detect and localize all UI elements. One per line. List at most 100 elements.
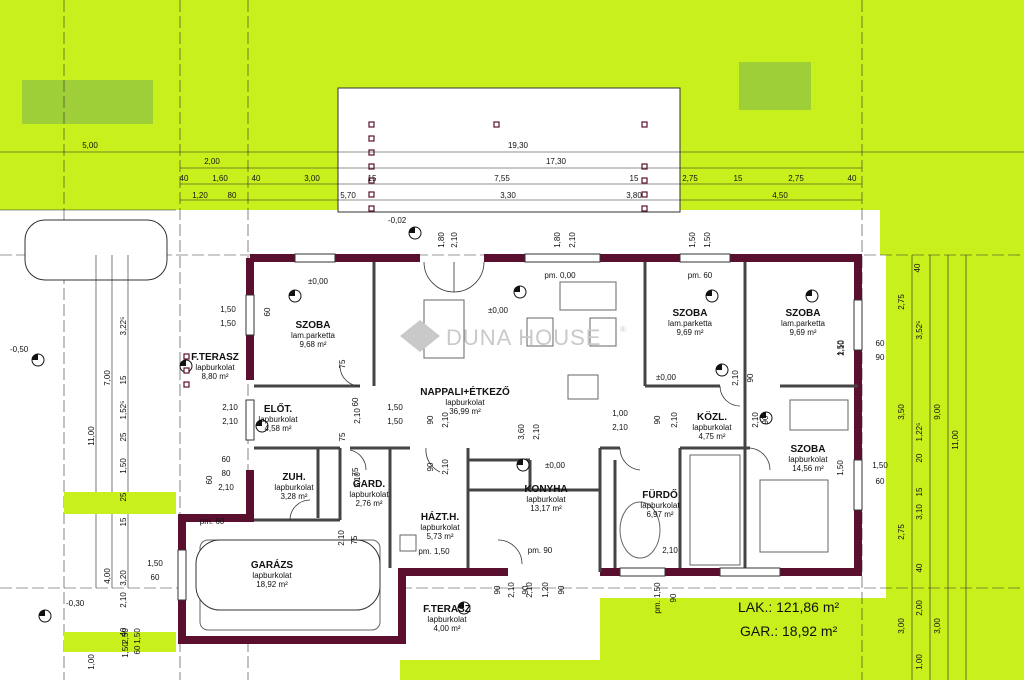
opening-dim: 90 [746,373,755,382]
room-floor: lam.parketta [781,319,826,328]
room-name: KONYHA [524,484,567,495]
opening-dim: 2,10 [568,232,577,248]
paved-area [0,620,62,680]
room-area: 8,80 m² [201,372,228,381]
opening-dim: 2,10 [450,232,459,248]
opening-dim: 60 [222,455,231,464]
opening-dim: 2,10 [731,370,740,386]
opening-dim: 75 [351,467,360,476]
site-patch [22,80,153,124]
opening-dim: 1,50 [688,232,697,248]
opening-dim: pm. 90 [528,546,553,555]
total-living-area: LAK.: 121,86 m² [738,599,840,615]
opening-dim: 2,10 [670,412,679,428]
room-floor: lapburkolat [640,501,680,510]
opening-dim: 3,60 [517,424,526,440]
dim-left: 40 [119,627,128,636]
opening-dim: 1,50 [121,642,130,658]
terrace-posts [183,121,648,388]
opening-dim: 2,10 [751,412,760,428]
opening-dim: 2,10 [218,483,234,492]
opening-dim: 2,10 [662,546,678,555]
door-swings [289,261,771,565]
opening-dim: 1,50 [220,305,236,314]
dim-right: 1,00 [915,654,924,670]
opening-dim: pm. 60 [688,271,713,280]
dim-right: 15 [915,487,924,496]
dimension-lines [0,151,1024,680]
opening-dim: 1,50 [872,461,888,470]
dim-top: 40 [848,174,857,183]
opening-dim: pm. 0,00 [544,271,576,280]
dim-left: 3,22⁵ [119,317,128,336]
opening-dim: 60 [133,645,142,654]
room-name: KÖZL. [697,410,727,423]
dim-right: 3,52⁵ [915,321,924,340]
dim-top: 7,55 [494,174,510,183]
room-name: SZOBA [791,444,826,455]
room-name: FÜRDŐ [642,488,678,501]
opening-dim: 2,10 [525,582,534,598]
opening-dim: 90 [521,585,530,594]
dim-top: 17,30 [546,157,567,166]
opening-dim: 90 [669,593,678,602]
room-name: ELŐT. [264,402,293,415]
opening-dim: 2,10 [222,417,238,426]
dim-top: 3,80 [626,191,642,200]
room-name: SZOBA [673,308,708,319]
room-area: 4,00 m² [433,624,460,633]
room-name: ZUH. [282,472,306,483]
dim-top: 2,75 [682,174,698,183]
level-szoba-ne: ±0,00 [656,373,677,382]
dim-top: 2,75 [788,174,804,183]
dim-left: 25 [119,432,128,441]
room-area: 5,73 m² [426,532,453,541]
opening-dim: 90 [426,415,435,424]
opening-dim: 75 [350,535,359,544]
room-area: 6,97 m² [646,510,673,519]
dim-top: 19,30 [508,141,529,150]
opening-dim: 75 [338,359,347,368]
opening-dim: 1,80 [437,232,446,248]
opening-dim: 90 [761,415,770,424]
dim-right: 40 [913,263,922,272]
room-floor: lapburkolat [420,523,460,532]
level-markers [31,226,819,623]
room-floor: lapburkolat [788,455,828,464]
level-szoba-nw: ±0,00 [308,277,329,286]
dim-left: 1,52⁵ [119,401,128,420]
room-area: 2,76 m² [355,499,382,508]
dim-top: 40 [180,174,189,183]
windows [177,253,863,601]
room-name: GARD. [353,479,385,490]
opening-dim: 1,50 [703,232,712,248]
dim-top: 1,20 [192,191,208,200]
opening-dim: 2,10 [532,424,541,440]
dim-top: 1,60 [212,174,228,183]
room-name: F.TERASZ [191,352,239,363]
dim-top: 5,70 [340,191,356,200]
room-area: 3,28 m² [280,492,307,501]
room-area: 18,92 m² [256,580,288,589]
opening-dim: 2,10 [222,403,238,412]
room-floor: lapburkolat [445,398,485,407]
opening-dim: 60 [151,573,160,582]
opening-dim: 2,10 [441,459,450,475]
room-area: 4,58 m² [264,424,291,433]
dim-right: 2,75 [897,524,906,540]
opening-dim: 1,20 [541,582,550,598]
room-floor: lapburkolat [692,423,732,432]
watermark: DUNA HOUSE ® [400,320,626,352]
